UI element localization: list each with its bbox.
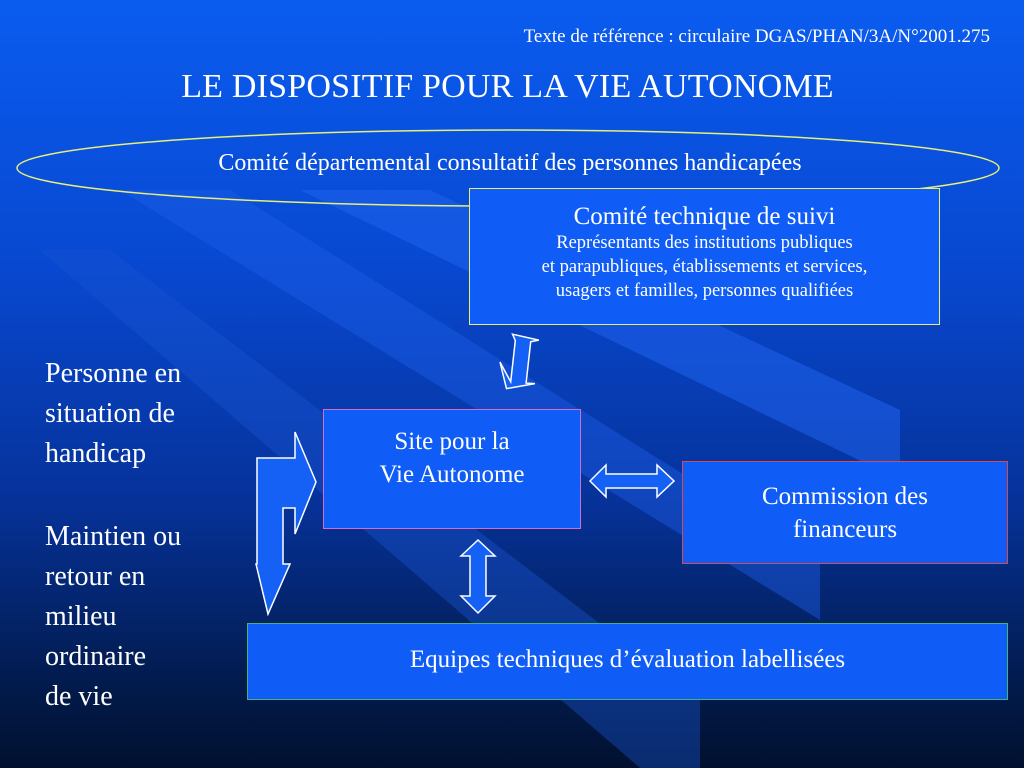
side-line: ordinaire bbox=[45, 641, 147, 672]
comite-technique-line: usagers et familles, personnes qualifiée… bbox=[555, 281, 854, 301]
commission-line: financeurs bbox=[792, 516, 898, 543]
commission-line: Commission des bbox=[762, 483, 928, 510]
arrow-site-commission-icon bbox=[588, 463, 676, 499]
site-line: Site pour la bbox=[394, 428, 510, 455]
comite-technique-line: et parapubliques, établissements et serv… bbox=[541, 257, 868, 277]
side-line: situation de bbox=[45, 398, 175, 429]
arrow-site-comite-icon bbox=[499, 333, 539, 390]
equipes-techniques-box: Equipes techniques d’évaluation labellis… bbox=[247, 623, 1008, 700]
side-text-maintien: Maintien ou retour en milieu ordinaire d… bbox=[45, 517, 181, 717]
side-line: Maintien ou bbox=[45, 521, 182, 552]
comite-technique-box: Comité technique de suivi Représentants … bbox=[469, 188, 940, 325]
arrow-person-to-site-icon bbox=[255, 431, 317, 617]
comite-technique-heading: Comité technique de suivi bbox=[573, 203, 836, 230]
site-vie-autonome-box: Site pour la Vie Autonome bbox=[323, 409, 581, 529]
cdcph-label: Comité départemental consultatif des per… bbox=[218, 150, 802, 176]
side-line: de vie bbox=[45, 681, 113, 712]
side-line: Personne en bbox=[45, 358, 182, 389]
side-text-personne: Personne en situation de handicap bbox=[45, 354, 181, 474]
arrow-site-equipes-icon bbox=[459, 538, 497, 615]
side-line: milieu bbox=[45, 601, 117, 632]
comite-technique-line: Représentants des institutions publiques bbox=[556, 233, 853, 253]
site-line: Vie Autonome bbox=[379, 461, 525, 488]
side-line: retour en bbox=[45, 561, 146, 592]
slide-title: LE DISPOSITIF POUR LA VIE AUTONOME bbox=[181, 68, 834, 105]
commission-financeurs-box: Commission des financeurs bbox=[682, 461, 1008, 564]
reference-text: Texte de référence : circulaire DGAS/PHA… bbox=[523, 26, 990, 47]
side-line: handicap bbox=[45, 438, 147, 469]
